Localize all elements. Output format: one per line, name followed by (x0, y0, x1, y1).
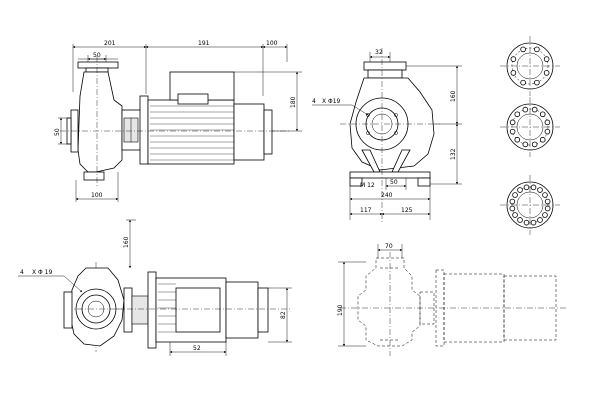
plan-view: 82 52 (116, 271, 292, 356)
bolt-hole (531, 106, 538, 113)
dim-100-base: 100 (91, 192, 103, 199)
bolt-hole (512, 212, 518, 218)
flange-bolt-patterns (500, 36, 560, 235)
dim-32: 32 (375, 49, 383, 56)
bolt-note-count-upper: 4 (312, 98, 316, 105)
bolt-hole (544, 119, 551, 126)
dim-125: 125 (401, 207, 413, 214)
plan-motor-fins (158, 283, 176, 333)
bolt-hole (517, 217, 523, 223)
dim-132-end: 132 (450, 148, 457, 160)
dim-191: 191 (198, 40, 210, 47)
bolt-hole (509, 119, 516, 126)
bolt-hole (522, 106, 529, 113)
bolt-hole (509, 205, 516, 212)
end-view: 32 4 X Φ19 160 1 (312, 48, 462, 224)
bolt-hole (531, 141, 538, 148)
bolt-hole (522, 141, 529, 148)
bolt-hole (537, 217, 543, 223)
bolt-hole (530, 219, 537, 226)
bolt-hole (510, 70, 517, 76)
bolt-hole (520, 79, 526, 86)
motor-cooling-fins (150, 105, 234, 161)
dim-50-flange-left: 50 (54, 128, 61, 136)
hidden-line-view: 70 190 (337, 243, 566, 356)
dim-240: 240 (381, 192, 393, 199)
bolt-hole (523, 219, 530, 226)
flange-pattern-8-hole (500, 36, 560, 96)
bolt-note-count-lower: 4 (20, 269, 24, 276)
bolt-hole (517, 187, 523, 193)
bolt-hole (544, 198, 551, 205)
bolt-hole (520, 46, 526, 53)
dim-70: 70 (385, 243, 393, 250)
flange-pattern-16-hole (500, 175, 560, 235)
dim-52: 52 (193, 345, 201, 352)
bolt-hole (542, 192, 548, 198)
dim-190: 190 (337, 304, 344, 316)
bolt-hole (544, 205, 551, 212)
bolt-hole (534, 79, 540, 86)
dim-201: 201 (104, 40, 116, 47)
dim-50-foot: 50 (390, 179, 398, 186)
bolt-hole (530, 184, 537, 191)
bolt-hole (543, 56, 550, 62)
bolt-hole (534, 46, 540, 53)
bolt-hole (537, 187, 543, 193)
dim-82: 82 (280, 311, 287, 319)
bolt-hole (539, 111, 546, 118)
dim-160-end: 160 (450, 90, 457, 102)
dim-117: 117 (360, 207, 372, 214)
flange-pattern-12-hole (500, 97, 560, 157)
dim-100-top: 100 (266, 40, 278, 47)
bolt-hole (539, 136, 546, 143)
bolt-hole (509, 128, 516, 135)
dim-180-height: 180 (290, 96, 297, 108)
bolt-note-spec-upper: X Φ19 (322, 98, 341, 105)
bolt-hole (542, 212, 548, 218)
side-view: 201 191 100 50 (54, 40, 302, 202)
bolt-note-spec-lower: X Φ 19 (32, 269, 52, 276)
bolt-hole (544, 128, 551, 135)
bolt-hole (512, 192, 518, 198)
bolt-hole (523, 184, 530, 191)
dim-50-flange-top: 50 (93, 52, 101, 59)
bolt-hole (514, 111, 521, 118)
bolt-hole (510, 56, 517, 62)
bolt-hole (543, 70, 550, 76)
bolt-hole (509, 198, 516, 205)
lower-end-view: 160 4 X Φ 19 (18, 219, 136, 352)
dim-160-lower: 160 (123, 236, 130, 248)
thread-m12: M 12 (360, 182, 375, 189)
bolt-hole (514, 136, 521, 143)
